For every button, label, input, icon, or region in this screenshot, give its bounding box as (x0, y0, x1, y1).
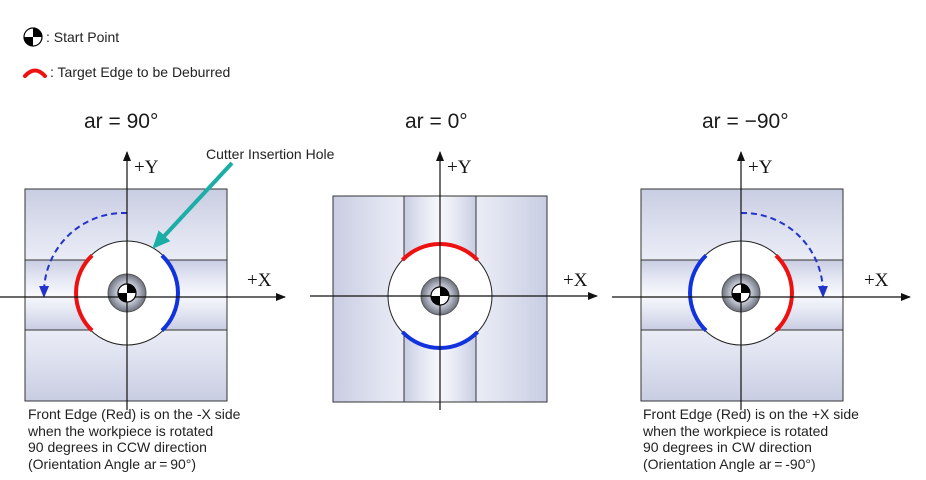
panel-1-note: Front Edge (Red) is on the -X side when … (28, 406, 240, 472)
panel-2-y-axis-label: +Y (447, 157, 472, 178)
panel-3-front-edge (774, 253, 794, 333)
panel-3-note-line: when the workpiece is rotated (643, 422, 829, 439)
legend-start-point-label: : Start Point (46, 29, 120, 45)
panel-1-note-line: (Orientation Angle ar = 90°) (28, 455, 197, 472)
panel-1-note-line: when the workpiece is rotated (28, 422, 214, 439)
panel-3-note-line: (Orientation Angle ar = -90°) (643, 455, 816, 472)
callout-cutter-insertion-hole: Cutter Insertion Hole (206, 146, 335, 162)
panel-3-title: ar = −90° (702, 110, 789, 133)
panel-1-rotation-arrow (39, 211, 128, 298)
panel-2-title: ar = 0° (405, 110, 468, 133)
panel-3-note-line: 90 degrees in CW direction (643, 439, 812, 455)
panel-1-front-edge (74, 253, 94, 333)
panel-1-back-edge (160, 253, 180, 333)
callout-arrow (152, 161, 234, 249)
target-edge-icon (23, 68, 47, 78)
legend-target-edge-label: : Target Edge to be Deburred (50, 64, 231, 80)
panel-3-y-axis-label: +Y (748, 157, 773, 178)
panel-3-rotation-arrow (740, 211, 828, 298)
panel-1-note-line: 90 degrees in CCW direction (28, 439, 207, 455)
panel-3-workpiece (640, 188, 844, 402)
panel-2-start-point-icon (430, 286, 450, 306)
panel-3-x-axis-label: +X (864, 270, 889, 291)
panel-1-note-line: Front Edge (Red) is on the -X side (28, 406, 241, 422)
panel-1-start-point-icon (117, 283, 137, 303)
panel-3-back-edge (688, 253, 708, 333)
legend-start-point: : Start Point (22, 26, 119, 48)
panel-3-note-line: Front Edge (Red) is on the +X side (643, 406, 859, 422)
panel-1-y-axis-label: +Y (134, 157, 159, 178)
panel-1-title: ar = 90° (84, 110, 159, 133)
panel-3-start-point-icon (731, 283, 751, 303)
panel-3-note: Front Edge (Red) is on the +X side when … (643, 406, 859, 472)
start-point-icon (23, 27, 43, 47)
legend-target-edge: : Target Edge to be Deburred (22, 64, 230, 80)
panel-2-x-axis-label: +X (563, 270, 588, 291)
panel-1-x-axis-label: +X (247, 270, 272, 291)
